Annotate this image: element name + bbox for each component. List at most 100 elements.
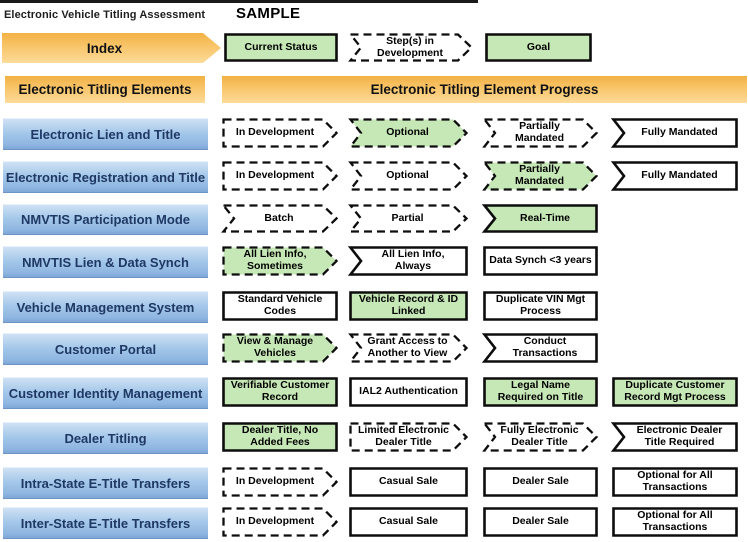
stage-dealer-sale: Dealer Sale xyxy=(483,507,598,537)
stage-label: Casual Sale xyxy=(379,475,438,488)
chevron-shape xyxy=(348,33,474,62)
stage-optional-for-all-transactions: Optional for All Transactions xyxy=(612,467,738,497)
rect-shape xyxy=(483,377,598,407)
chevron-shape xyxy=(348,118,469,148)
arrow-shape xyxy=(222,333,339,363)
chevron-shape xyxy=(348,204,469,233)
stage-verifiable-customer-record: Verifiable Customer Record xyxy=(222,377,338,407)
stage-label: Optional for All Transactions xyxy=(637,509,713,533)
rect-shape xyxy=(612,467,738,497)
stage-optional: Optional xyxy=(348,161,469,191)
stage-label: Conduct Transactions xyxy=(512,335,578,359)
stage-label: Step(s) in Development xyxy=(377,34,443,59)
progress-banner: Electronic Titling Element Progress xyxy=(222,76,747,103)
rect-shape xyxy=(485,33,592,62)
stage-limited-electronic-dealer-title: Limited Electronic Dealer Title xyxy=(349,422,469,452)
stage-label: Fully Mandated xyxy=(641,169,718,182)
stage-label: Dealer Title, No Added Fees xyxy=(241,424,319,448)
row-label-electronic-registration-and-title: Electronic Registration and Title xyxy=(3,161,208,193)
stage-fully-mandated: Fully Mandated xyxy=(610,118,738,148)
stage-label: Data Synch <3 years xyxy=(489,254,592,267)
rect-shape xyxy=(612,507,738,537)
stage-dealer-sale: Dealer Sale xyxy=(483,467,598,497)
rect-shape xyxy=(349,507,468,537)
stage-all-lien-info-always: All Lien Info, Always xyxy=(347,246,468,276)
stage-partially-mandated: Partially Mandated xyxy=(482,118,599,148)
rect-shape xyxy=(222,377,338,407)
stage-vehicle-record-id-linked: Vehicle Record & ID Linked xyxy=(349,291,468,321)
stage-label: Real-Time xyxy=(520,211,570,224)
stage-label: Goal xyxy=(526,40,551,53)
chevron-shape xyxy=(482,422,599,452)
stage-conduct-transactions: Conduct Transactions xyxy=(481,333,598,363)
rect-shape xyxy=(224,33,338,62)
stage-optional-for-all-transactions: Optional for All Transactions xyxy=(612,507,738,537)
rect-shape xyxy=(483,291,598,321)
stage-label: IAL2 Authentication xyxy=(359,385,458,398)
stage-label: Partially Mandated xyxy=(514,120,564,144)
stage-current-status: Current Status xyxy=(224,33,338,62)
arrow-shape xyxy=(222,467,339,497)
stage-partial: Partial xyxy=(348,204,469,233)
stage-grant-access-to-another-to-view: Grant Access to Another to View xyxy=(348,333,469,363)
chevron-shape xyxy=(348,161,469,191)
stage-label: Limited Electronic Dealer Title xyxy=(357,424,450,448)
notchflag-shape xyxy=(481,204,598,233)
page-title: Electronic Vehicle Titling Assessment xyxy=(4,9,206,21)
stage-optional: Optional xyxy=(348,118,469,148)
chevron-shape xyxy=(348,333,469,363)
rect-shape xyxy=(483,246,598,276)
stage-in-development: In Development xyxy=(222,507,339,537)
row-label-dealer-titling: Dealer Titling xyxy=(3,422,208,454)
chevron-shape xyxy=(482,118,599,148)
stage-label: Optional for All Transactions xyxy=(637,469,713,493)
stage-label: Vehicle Record & ID Linked xyxy=(358,293,459,317)
stage-casual-sale: Casual Sale xyxy=(349,467,468,497)
stage-fully-mandated: Fully Mandated xyxy=(610,161,738,191)
notchflag-shape xyxy=(481,333,598,363)
row-label-inter-state-e-title-transfers: Inter-State E-Title Transfers xyxy=(3,507,208,539)
rect-shape xyxy=(483,507,598,537)
chevron-shape xyxy=(221,204,339,233)
stage-label: Electronic Dealer Title Required xyxy=(636,424,723,448)
top-border-line xyxy=(0,0,478,3)
stage-label: Grant Access to Another to View xyxy=(367,335,448,359)
stage-label: All Lien Info, Sometimes xyxy=(243,248,307,272)
notchflag-shape xyxy=(347,246,468,276)
index-arrow-label: Index xyxy=(2,33,221,63)
stage-step-s-in-development: Step(s) in Development xyxy=(348,33,474,62)
stage-label: Optional xyxy=(386,126,429,139)
row-label-intra-state-e-title-transfers: Intra-State E-Title Transfers xyxy=(3,467,208,499)
row-label-electronic-titling-elements: Electronic Titling Elements xyxy=(5,76,205,103)
notchflag-shape xyxy=(610,118,738,148)
stage-label: Legal Name Required on Title xyxy=(497,379,584,403)
stage-standard-vehicle-codes: Standard Vehicle Codes xyxy=(222,291,338,321)
stage-label: View & Manage Vehicles xyxy=(236,335,314,359)
rect-shape xyxy=(349,291,468,321)
row-label-nmvtis-participation-mode: NMVTIS Participation Mode xyxy=(3,204,208,235)
stage-label: Dealer Sale xyxy=(512,515,569,528)
stage-label: Fully Mandated xyxy=(641,126,718,139)
stage-in-development: In Development xyxy=(222,467,339,497)
stage-label: In Development xyxy=(235,126,315,139)
rect-shape xyxy=(349,377,468,407)
stage-in-development: In Development xyxy=(222,161,339,191)
stage-legal-name-required-on-title: Legal Name Required on Title xyxy=(483,377,598,407)
stage-real-time: Real-Time xyxy=(481,204,598,233)
notchflag-shape xyxy=(610,161,738,191)
stage-label: Partially Mandated xyxy=(514,163,564,187)
stage-label: Partial xyxy=(391,211,424,224)
stage-view-manage-vehicles: View & Manage Vehicles xyxy=(222,333,339,363)
stage-data-synch-3-years: Data Synch <3 years xyxy=(483,246,598,276)
rect-shape xyxy=(483,467,598,497)
rect-shape xyxy=(349,467,468,497)
stage-label: Optional xyxy=(386,169,429,182)
stage-label: All Lien Info, Always xyxy=(381,248,445,272)
stage-label: Duplicate VIN Mgt Process xyxy=(495,293,586,317)
stage-label: Standard Vehicle Codes xyxy=(237,293,323,317)
row-label-nmvtis-lien-data-synch: NMVTIS Lien & Data Synch xyxy=(3,246,208,278)
stage-label: Fully Electronic Dealer Title xyxy=(500,424,579,448)
notchflag-shape xyxy=(610,422,738,452)
row-label-customer-identity-management: Customer Identity Management xyxy=(3,377,208,409)
